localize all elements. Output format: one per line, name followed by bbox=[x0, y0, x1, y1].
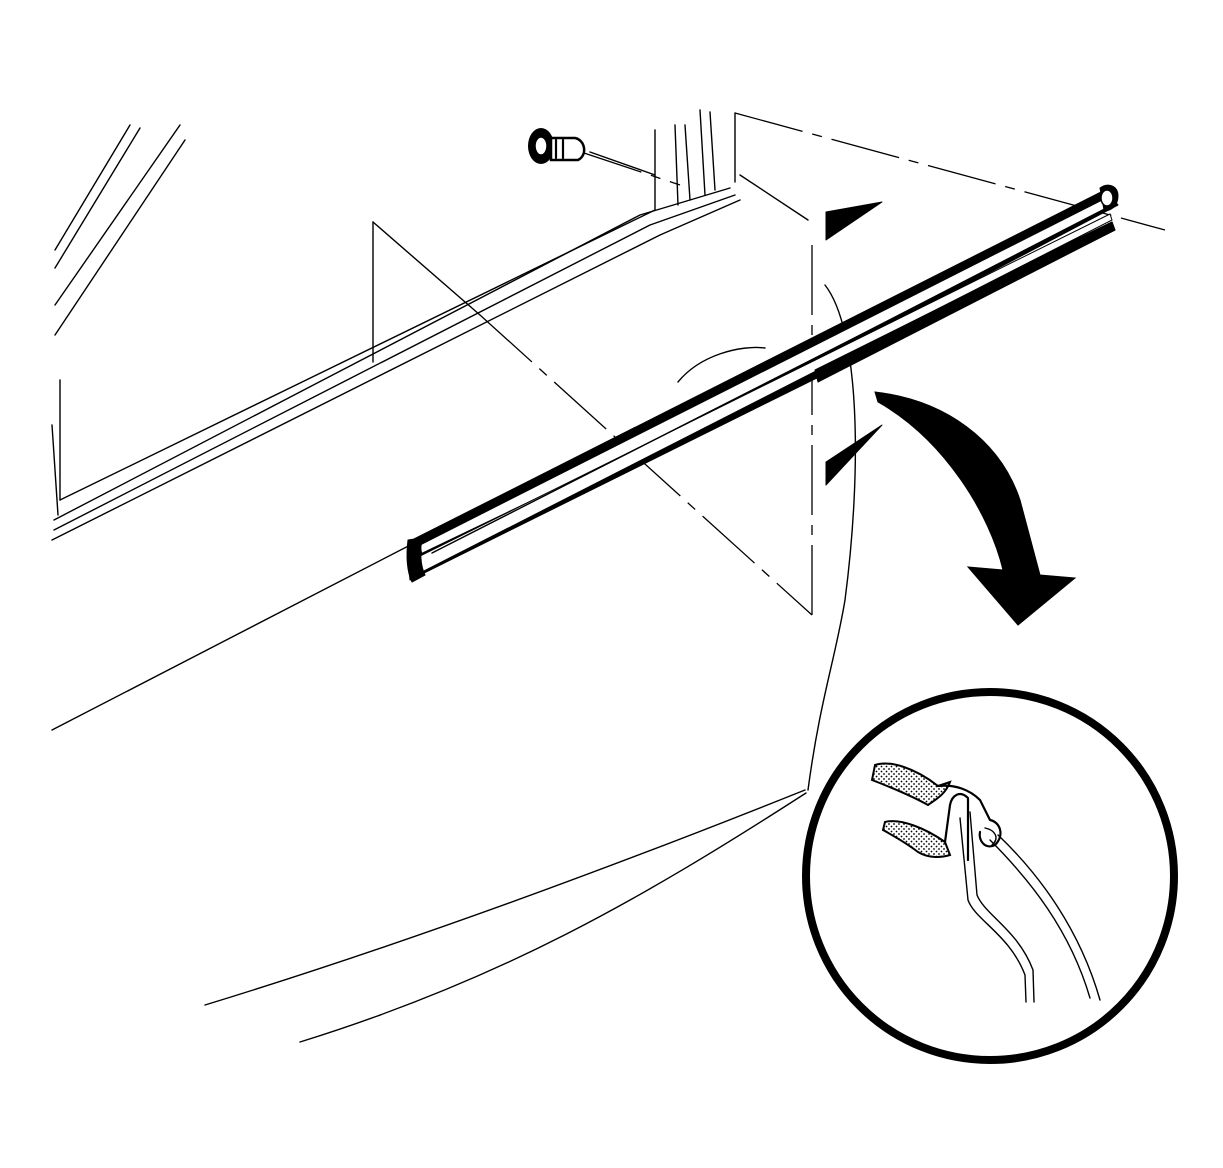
door-panel bbox=[51, 174, 857, 1043]
door-glass-frame bbox=[51, 109, 741, 541]
detail-arrow-icon bbox=[874, 391, 1077, 626]
alignment-lines bbox=[479, 112, 1166, 616]
window-belt-weatherstrip bbox=[406, 184, 1119, 583]
detail-callout bbox=[802, 688, 1178, 1064]
section-markers bbox=[825, 201, 883, 486]
push-pin-fastener bbox=[528, 128, 656, 176]
